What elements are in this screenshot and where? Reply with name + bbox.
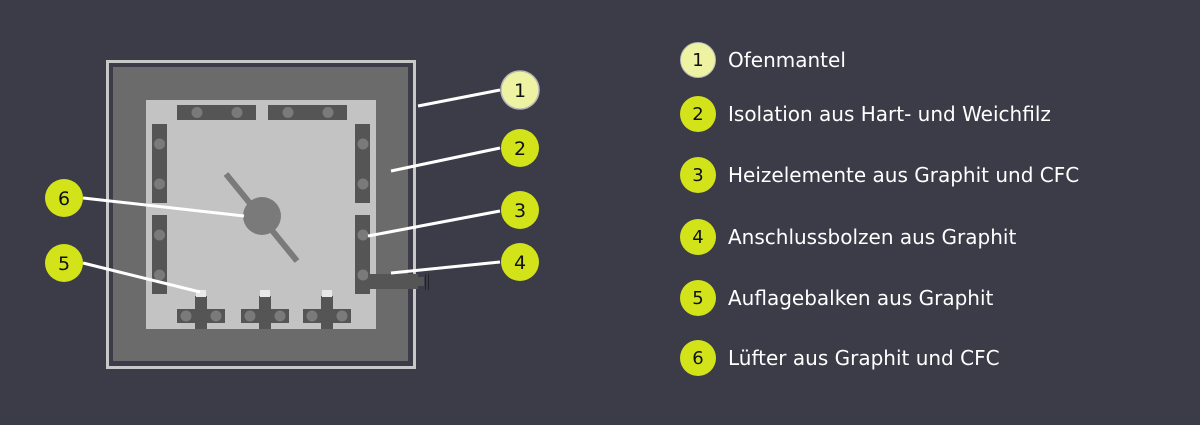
leader-line-1: [417, 88, 501, 108]
callout-badge-2: 2: [501, 129, 539, 167]
svg-text:2: 2: [514, 138, 526, 160]
legend-badge-5: 5: [680, 280, 716, 316]
leader-line-4: [390, 260, 501, 275]
legend-item-4: 4 Anschlussbolzen aus Graphit: [680, 217, 1016, 257]
legend-item-3: 3 Heizelemente aus Graphit und CFC: [680, 155, 1079, 195]
svg-text:4: 4: [514, 252, 526, 274]
connection-bolt: [368, 274, 429, 290]
heating-element-left-lower: [152, 215, 167, 294]
furnace-shell-outline: [106, 60, 416, 369]
support-beam-1: [177, 290, 225, 329]
support-beam-3: [303, 290, 351, 329]
fan: [223, 172, 300, 263]
callout-badge-5: 5: [45, 244, 83, 282]
legend-badge-3: 3: [680, 157, 716, 193]
legend-badge-6: 6: [680, 340, 716, 376]
heating-element-top-right: [268, 105, 347, 120]
legend-label-3: Heizelemente aus Graphit und CFC: [728, 163, 1080, 187]
heating-element-right-lower: [355, 215, 370, 294]
callout-badge-3: 3: [501, 191, 539, 229]
legend-label-6: Lüfter aus Graphit und CFC: [728, 346, 1000, 370]
legend-badge-4: 4: [680, 219, 716, 255]
svg-text:1: 1: [514, 80, 526, 102]
svg-text:5: 5: [58, 253, 70, 275]
legend-badge-2: 2: [680, 96, 716, 132]
leader-line-5: [82, 261, 201, 294]
legend-item-5: 5 Auflagebalken aus Graphit: [680, 278, 993, 318]
heating-element-left-upper: [152, 124, 167, 203]
legend-label-5: Auflagebalken aus Graphit: [728, 286, 994, 310]
callout-badge-6: 6: [45, 179, 83, 217]
legend-badge-1: 1: [680, 42, 716, 78]
legend-label-1: Ofenmantel: [728, 48, 846, 72]
legend-item-1: 1 Ofenmantel: [680, 40, 846, 80]
svg-text:3: 3: [514, 200, 526, 222]
legend-item-6: 6 Lüfter aus Graphit und CFC: [680, 338, 1000, 378]
heating-element-top-left: [177, 105, 256, 120]
callout-badge-4: 4: [501, 243, 539, 281]
leader-line-3: [367, 209, 501, 238]
legend-label-4: Anschlussbolzen aus Graphit: [728, 225, 1017, 249]
support-beam-2: [241, 290, 289, 329]
legend-label-2: Isolation aus Hart- und Weichfilz: [728, 102, 1051, 126]
svg-text:6: 6: [58, 188, 70, 210]
leader-line-2: [390, 146, 501, 173]
legend-item-2: 2 Isolation aus Hart- und Weichfilz: [680, 94, 1051, 134]
callout-badge-1: 1: [500, 70, 540, 110]
heating-element-right-upper: [355, 124, 370, 203]
leader-line-6: [82, 196, 245, 218]
